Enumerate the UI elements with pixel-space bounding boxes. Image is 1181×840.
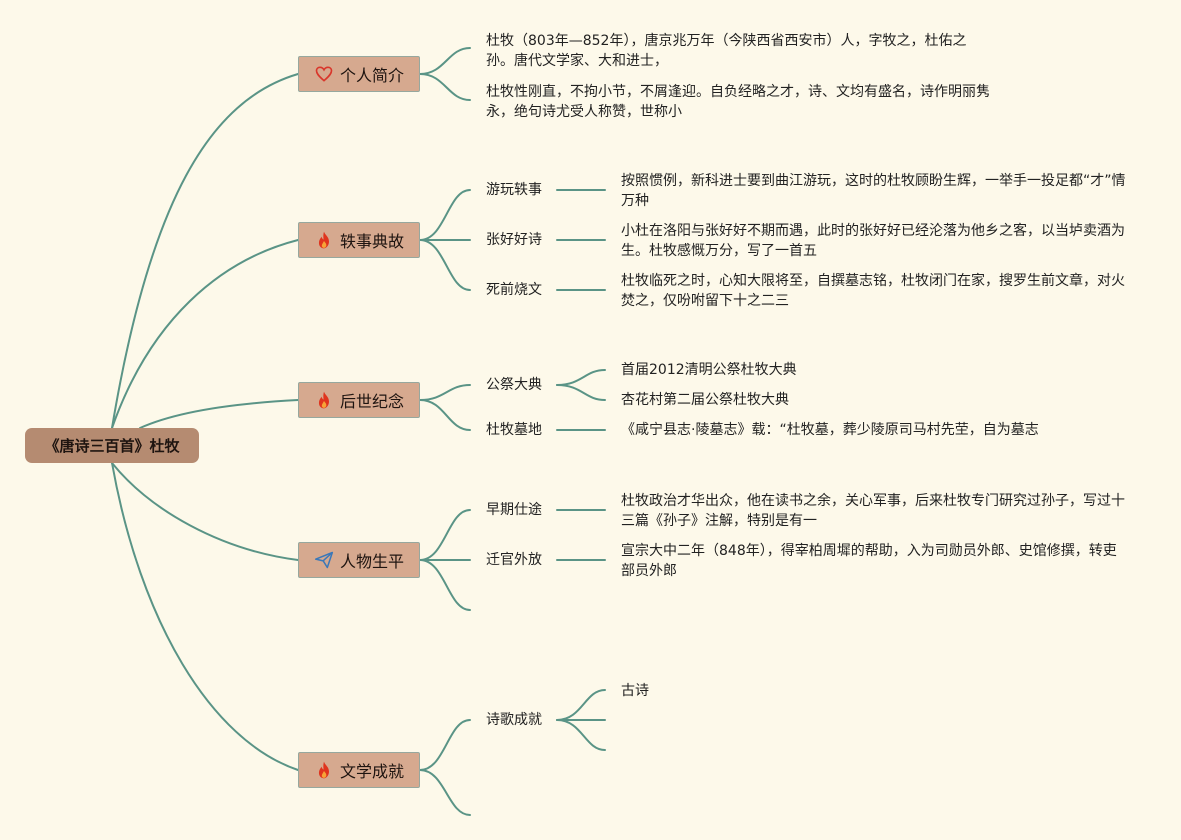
branch-label: 个人简介 [339,66,404,85]
sub-life-transfer[interactable]: 迁官外放 [484,550,544,570]
connector-root-literature [111,462,299,771]
sub-memorial-ceremony[interactable]: 公祭大典 [484,375,544,395]
fire-icon [318,391,329,409]
leaf-profile-character[interactable]: 杜牧性刚直，不拘小节，不屑逢迎。自负经略之才，诗、文均有盛名，诗作明丽隽永，绝句… [484,82,994,122]
sub-life-early-career[interactable]: 早期仕途 [484,500,544,520]
paper-plane-icon [314,551,334,569]
fire-icon [318,231,329,249]
leaf-life-early-career[interactable]: 杜牧政治才华出众，他在读书之余，关心军事，后来杜牧专门研究过孙子，写过十三篇《孙… [619,491,1129,531]
leaf-memorial-tomb[interactable]: 《咸宁县志·陵墓志》载：“杜牧墓，葬少陵原司马村先茔，自为墓志 [619,420,1041,440]
leaf-anecdote-zhanghaohao[interactable]: 小杜在洛阳与张好好不期而遇，此时的张好好已经沦落为他乡之客，以当垆卖酒为生。杜牧… [619,221,1129,261]
connector-root-life [111,462,299,561]
leaf-anecdote-burning[interactable]: 杜牧临死之时，心知大限将至，自撰墓志铭，杜牧闭门在家，搜罗生前文章，对火焚之，仅… [619,271,1129,311]
branch-memorial[interactable]: 后世纪念 [298,382,420,418]
fire-icon [318,761,329,779]
root-node[interactable]: 《唐诗三百首》杜牧 [25,428,199,463]
leaf-life-transfer[interactable]: 宣宗大中二年（848年），得宰柏周墀的帮助，入为司勋员外郎、史馆修撰，转吏部员外… [619,541,1129,581]
sub-anecdote-zhanghaohao[interactable]: 张好好诗 [484,230,544,250]
heart-icon [315,66,333,82]
connector-root-anecdotes [111,239,299,429]
leaf-profile-bio[interactable]: 杜牧（803年—852年），唐京兆万年（今陕西省西安市）人，字牧之，杜佑之孙。唐… [484,31,994,71]
sub-literature-poetry[interactable]: 诗歌成就 [484,710,544,730]
sub-anecdote-sightseeing[interactable]: 游玩轶事 [484,180,544,200]
connector-root-memorial [139,399,299,429]
branch-label: 文学成就 [339,762,404,781]
branch-life[interactable]: 人物生平 [298,542,420,578]
leaf-memorial-ceremony-1[interactable]: 首届2012清明公祭杜牧大典 [619,360,799,380]
leaf-anecdote-sightseeing[interactable]: 按照惯例，新科进士要到曲江游玩，这时的杜牧顾盼生辉，一举手一投足都“才”情万种 [619,171,1129,211]
branch-label: 轶事典故 [339,232,404,251]
connector-root-profile [111,73,299,429]
leaf-memorial-ceremony-2[interactable]: 杏花村第二届公祭杜牧大典 [619,390,791,410]
branch-anecdotes[interactable]: 轶事典故 [298,222,420,258]
branch-label: 人物生平 [339,552,404,571]
sub-anecdote-burning[interactable]: 死前烧文 [484,280,544,300]
branch-profile[interactable]: 个人简介 [298,56,420,92]
sub-memorial-tomb[interactable]: 杜牧墓地 [484,420,544,440]
leaf-literature-ancient-poetry[interactable]: 古诗 [619,681,651,701]
branch-label: 后世纪念 [339,392,404,411]
branch-literature[interactable]: 文学成就 [298,752,420,788]
root-title: 《唐诗三百首》杜牧 [44,437,180,455]
